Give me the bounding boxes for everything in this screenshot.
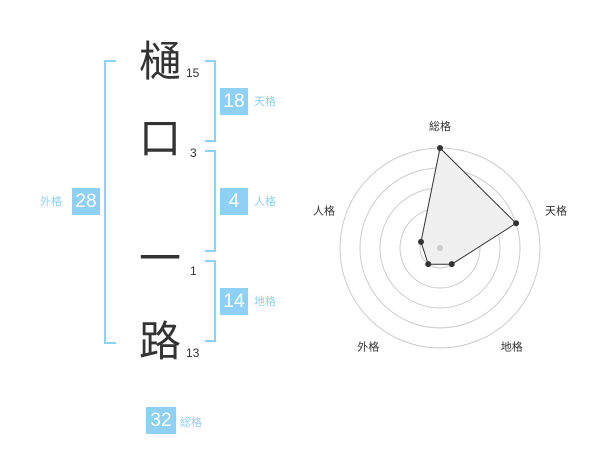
name-char-3: 一 — [138, 234, 181, 283]
stroke-count-4: 13 — [186, 346, 200, 360]
tenkaku-label: 天格 — [254, 95, 276, 108]
jinkaku-value: 4 — [220, 188, 248, 215]
gaikaku-bracket — [104, 60, 116, 344]
stroke-count-1: 15 — [186, 66, 200, 80]
stroke-count-2: 3 — [190, 146, 197, 160]
radar-point — [425, 261, 432, 268]
name-char-2: 口 — [138, 114, 181, 163]
stroke-count-3: 1 — [190, 264, 197, 278]
jinkaku-label: 人格 — [254, 195, 276, 208]
radar-point — [417, 238, 424, 245]
radar-point — [513, 220, 520, 227]
radar-point — [448, 261, 455, 268]
name-char-4: 路 — [138, 317, 181, 366]
radar-axis-label: 外格 — [357, 340, 379, 354]
radar-data-polygon — [420, 146, 517, 265]
chikaku-bracket — [205, 260, 216, 342]
name-char-1: 樋 — [138, 37, 181, 86]
soukaku-value: 32 — [146, 407, 176, 434]
radar-axis-label: 総格 — [429, 119, 451, 133]
chikaku-label: 地格 — [254, 295, 276, 308]
radar-axis-label: 人格 — [313, 203, 335, 217]
gaikaku-label: 外格 — [40, 195, 62, 208]
tenkaku-bracket — [205, 60, 216, 142]
radar-axis-label: 天格 — [545, 203, 567, 217]
chikaku-value: 14 — [220, 288, 248, 315]
radar-point — [437, 145, 443, 151]
radar-center-dot — [437, 245, 443, 251]
radar-axis-label: 地格 — [501, 340, 523, 354]
tenkaku-value: 18 — [220, 88, 248, 115]
jinkaku-bracket — [205, 150, 216, 252]
soukaku-label: 総格 — [180, 416, 202, 429]
gaikaku-value: 28 — [72, 188, 100, 215]
